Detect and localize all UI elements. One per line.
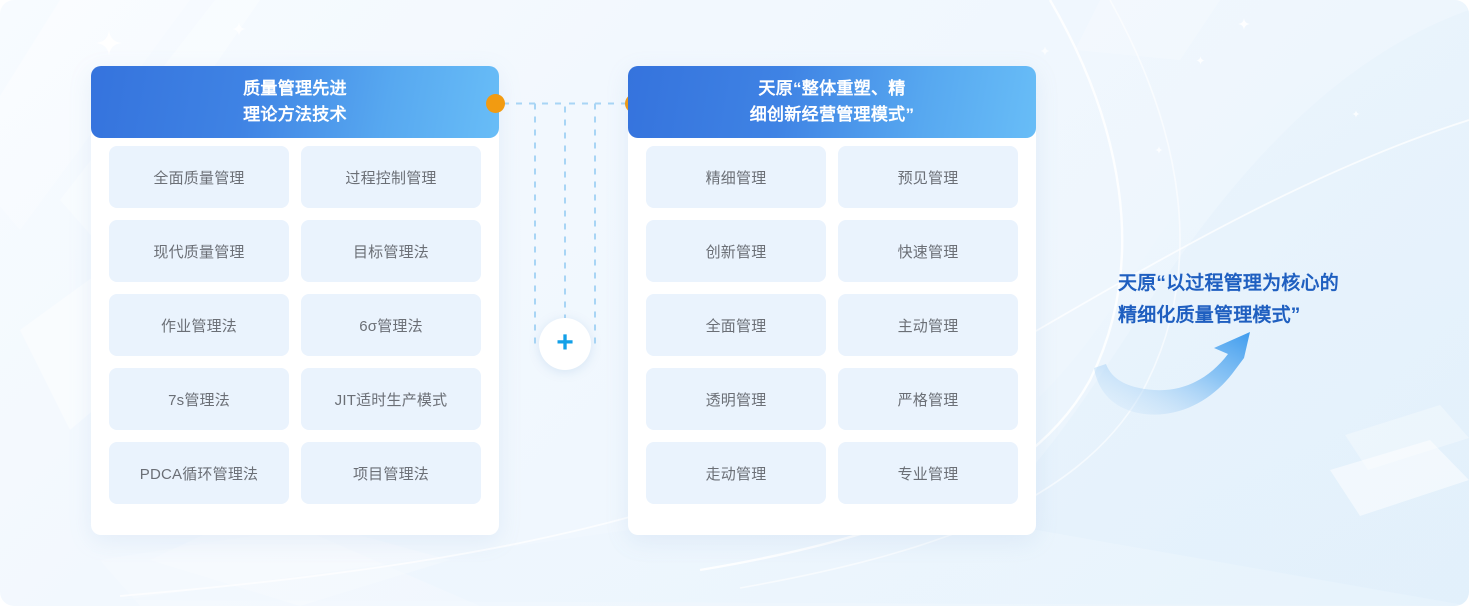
curved-arrow-icon: [1094, 332, 1250, 415]
left-panel: 质量管理先进 理论方法技术 全面质量管理 过程控制管理 现代质量管理 目标管理法…: [91, 66, 499, 535]
list-item[interactable]: 6σ管理法: [301, 294, 481, 356]
right-panel-title: 天原“整体重塑、精 细创新经营管理模式”: [749, 79, 915, 124]
result-block: 天原“以过程管理为核心的 精细化质量管理模式”: [1118, 268, 1448, 332]
list-item[interactable]: JIT适时生产模式: [301, 368, 481, 430]
list-item[interactable]: 快速管理: [838, 220, 1018, 282]
list-item[interactable]: 专业管理: [838, 442, 1018, 504]
list-item[interactable]: 全面质量管理: [109, 146, 289, 208]
right-panel-cell-grid: 精细管理 预见管理 创新管理 快速管理 全面管理 主动管理 透明管理 严格管理 …: [646, 146, 1018, 504]
left-connector-dot: [486, 94, 505, 113]
plus-icon: +: [556, 326, 574, 359]
right-panel: 天原“整体重塑、精 细创新经营管理模式” 精细管理 预见管理 创新管理 快速管理…: [628, 66, 1036, 535]
list-item[interactable]: 主动管理: [838, 294, 1018, 356]
connector-group: +: [486, 66, 644, 370]
list-item[interactable]: 7s管理法: [109, 368, 289, 430]
list-item[interactable]: 创新管理: [646, 220, 826, 282]
list-item[interactable]: 全面管理: [646, 294, 826, 356]
list-item[interactable]: PDCA循环管理法: [109, 442, 289, 504]
list-item[interactable]: 走动管理: [646, 442, 826, 504]
sparkle-icon: [1238, 18, 1250, 30]
plus-badge: +: [539, 318, 591, 370]
list-item[interactable]: 目标管理法: [301, 220, 481, 282]
sparkle-icon: [96, 30, 122, 56]
left-panel-cell-grid: 全面质量管理 过程控制管理 现代质量管理 目标管理法 作业管理法 6σ管理法 7…: [109, 146, 481, 504]
left-panel-title: 质量管理先进 理论方法技术: [243, 79, 347, 124]
list-item[interactable]: 透明管理: [646, 368, 826, 430]
list-item[interactable]: 严格管理: [838, 368, 1018, 430]
sparkle-icon: [1040, 46, 1050, 56]
list-item[interactable]: 现代质量管理: [109, 220, 289, 282]
list-item[interactable]: 作业管理法: [109, 294, 289, 356]
sparkle-icon: [232, 22, 246, 36]
list-item[interactable]: 项目管理法: [301, 442, 481, 504]
dashed-connector-lines: [503, 102, 627, 349]
sparkle-icon: [1196, 56, 1205, 65]
list-item[interactable]: 过程控制管理: [301, 146, 481, 208]
sparkle-icon: [1155, 146, 1163, 154]
sparkle-icon: [1352, 110, 1360, 118]
right-panel-header: 天原“整体重塑、精 细创新经营管理模式”: [628, 66, 1036, 138]
left-panel-header: 质量管理先进 理论方法技术: [91, 66, 499, 138]
result-text: 天原“以过程管理为核心的 精细化质量管理模式”: [1118, 273, 1339, 326]
list-item[interactable]: 精细管理: [646, 146, 826, 208]
list-item[interactable]: 预见管理: [838, 146, 1018, 208]
